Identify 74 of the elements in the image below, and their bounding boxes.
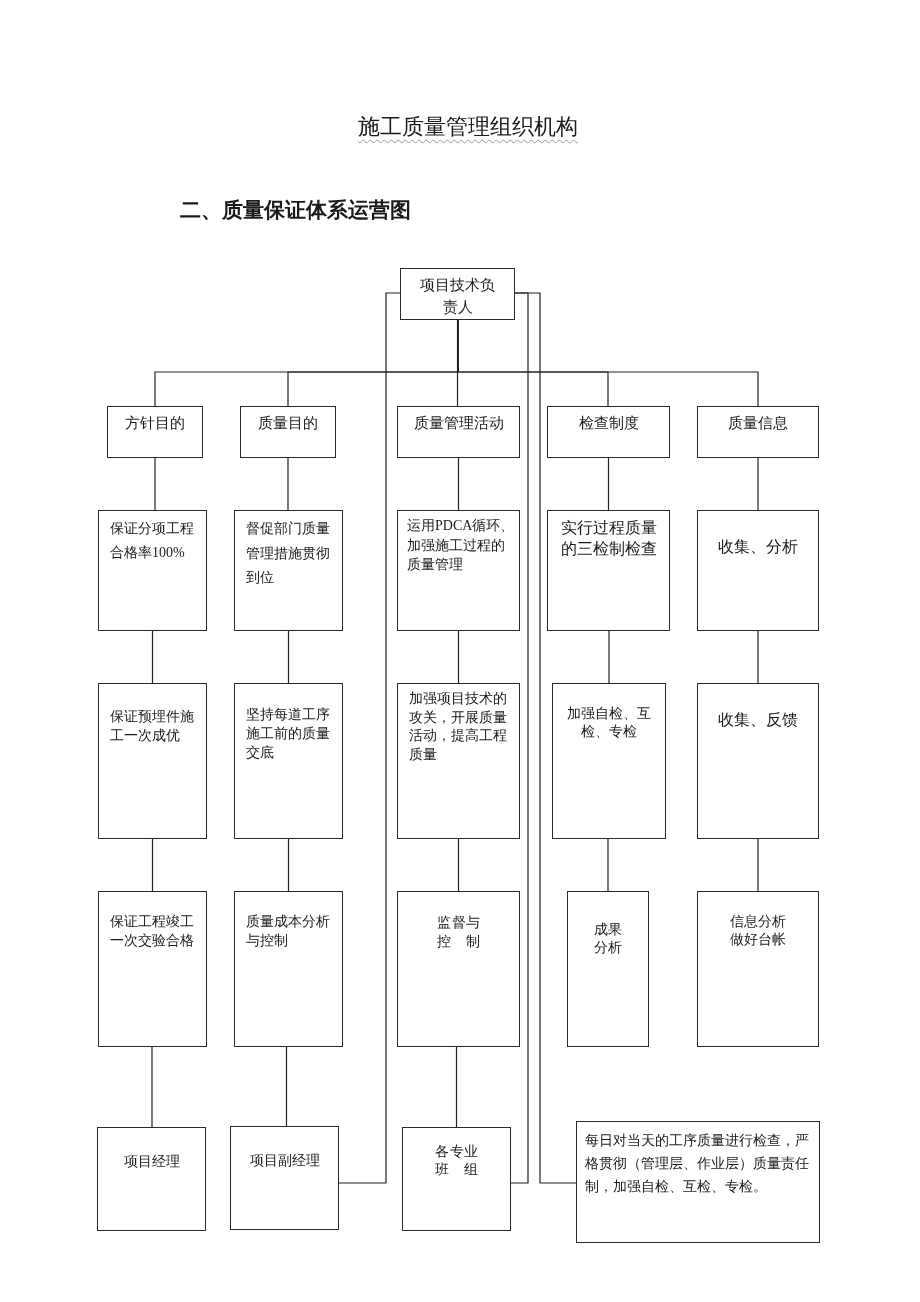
connector-line [514,292,577,1184]
task-box [567,891,649,1047]
task-box [697,891,819,1047]
task-box [98,683,207,839]
box-text: 检查制度 [578,414,639,433]
connector-line [457,457,460,511]
box-text: 坚持每道工序施工前的质量交底 [246,706,331,762]
category-box [240,406,336,458]
box-text: 项目副经理 [249,1152,320,1170]
category-box [547,406,670,458]
role-box [402,1127,511,1231]
task-box [547,510,670,631]
box-text: 成果分析 [593,921,623,957]
box-text: 加强自检、互检、专检 [566,705,652,741]
connector-line [607,838,609,892]
page-title: 施工质量管理组织机构 [358,113,578,141]
box-text: 督促部门质量管理措施贯彻到位 [246,520,331,587]
box-text: 信息分析做好台帐 [729,913,787,949]
task-box [397,891,520,1047]
box-text: 收集、反馈 [718,710,798,730]
box-text: 质量成本分析与控制 [246,913,331,950]
task-box [552,683,666,839]
box-text: 项目经理 [123,1153,180,1171]
connector-line [151,838,154,892]
box-text: 保证分项工程合格率100% [110,520,195,562]
box-text: 保证工程竣工一次交验合格 [110,913,195,950]
task-box [98,510,207,631]
connector-line [757,838,759,892]
connector-line [457,319,759,407]
box-text: 质量管理活动 [413,414,504,433]
box-text: 实行过程质量的三检制检查 [560,518,657,559]
box-text: 每日对当天的工序质量进行检查，严格贯彻（管理层、作业层）质量责任制，加强自检、互检、专检。 [585,1132,810,1196]
connector-line [151,1046,153,1128]
section-heading: 二、质量保证体系运营图 [180,196,411,224]
box-text: 运用PDCA循环、加强施工过程的质量管理 [407,517,516,574]
connector-line [287,838,290,892]
connector-line [287,630,290,684]
connector-line [608,630,610,684]
role-box [230,1126,339,1230]
box-text: 各专业班组 [435,1143,478,1179]
connector-line [757,630,759,684]
task-box [397,510,520,631]
connector-line [151,630,154,684]
connector-line [457,838,460,892]
category-box [107,406,203,458]
connector-line [607,457,610,511]
box-text: 方针目的 [125,414,185,433]
task-box [98,891,207,1047]
box-text: 加强项目技术的攻关，开展质量活动，提高工程质量 [409,690,508,764]
task-box [397,683,520,839]
connector-line [510,292,529,1184]
task-box [234,891,343,1047]
task-box [697,510,819,631]
connector-line [757,457,759,511]
category-box [697,406,819,458]
box-text: 收集、分析 [718,537,798,557]
box-text: 监督与控制 [437,914,480,951]
connector-line [457,630,460,684]
box-text: 保证预埋件施工一次成优 [110,708,195,745]
box-text: 质量信息 [728,414,788,433]
connector-line [338,292,401,1184]
role-box [97,1127,206,1231]
category-box [397,406,520,458]
note-box [576,1121,820,1243]
task-box [234,510,343,631]
connector-line [285,1046,288,1127]
box-text: 项目技术负责人 [419,276,496,317]
connector-line [154,457,156,511]
connector-line [455,1046,458,1128]
connector-line [287,457,289,511]
task-box [697,683,819,839]
task-box [234,683,343,839]
role-box [400,268,515,320]
box-text: 质量目的 [258,414,318,433]
